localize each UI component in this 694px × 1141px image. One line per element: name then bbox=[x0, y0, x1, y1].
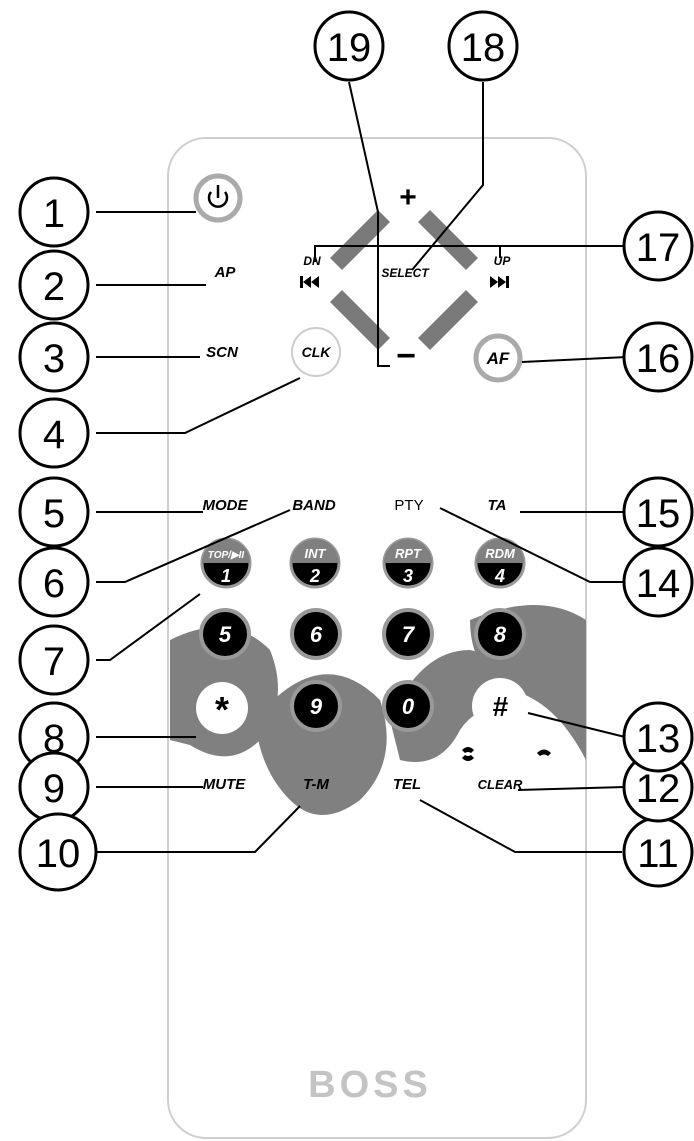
ta-button[interactable]: TA bbox=[488, 497, 507, 514]
mute-button[interactable]: MUTE bbox=[203, 776, 246, 793]
callout-number: 15 bbox=[636, 492, 681, 536]
key-3-top-label: RPT bbox=[395, 546, 422, 561]
key-0-number: 0 bbox=[402, 694, 415, 719]
ap-button[interactable]: AP bbox=[214, 264, 237, 281]
callout-number: 3 bbox=[43, 337, 65, 381]
key-5-number: 5 bbox=[219, 622, 232, 647]
callout-number: 14 bbox=[636, 562, 681, 606]
callout-13: 13 bbox=[624, 703, 692, 771]
callout-number: 9 bbox=[43, 767, 65, 811]
callout-number: 18 bbox=[461, 26, 506, 70]
callout-9: 9 bbox=[20, 753, 88, 821]
key-7-number: 7 bbox=[402, 622, 416, 647]
callout-4: 4 bbox=[20, 399, 88, 467]
volume-up-button[interactable]: + bbox=[399, 181, 417, 214]
callout-number: 1 bbox=[43, 192, 65, 236]
key-4-number: 4 bbox=[494, 566, 505, 586]
callout-number: 7 bbox=[43, 640, 65, 684]
callout-number: 4 bbox=[43, 413, 65, 457]
callout-2: 2 bbox=[20, 251, 88, 319]
callout-number: 12 bbox=[636, 767, 681, 811]
key-2-top-label: INT bbox=[305, 546, 327, 561]
callout-1: 1 bbox=[20, 178, 88, 246]
callout-3: 3 bbox=[20, 323, 88, 391]
key-2-number: 2 bbox=[309, 566, 320, 586]
select-button[interactable]: SELECT bbox=[381, 266, 430, 280]
clk-label: CLK bbox=[302, 344, 332, 360]
callout-number: 19 bbox=[327, 26, 372, 70]
callout-number: 10 bbox=[36, 832, 81, 876]
up-label: UP bbox=[494, 254, 512, 268]
key-5[interactable]: 5 bbox=[201, 610, 249, 658]
key-3-number: 3 bbox=[403, 566, 413, 586]
volume-down-button[interactable]: − bbox=[396, 337, 416, 375]
key-6[interactable]: 6 bbox=[292, 610, 340, 658]
callout-number: 6 bbox=[43, 562, 65, 606]
key-8[interactable]: 8 bbox=[476, 610, 524, 658]
dn-label: DN bbox=[303, 254, 321, 268]
key-3[interactable]: RPT 3 bbox=[384, 539, 432, 587]
callout-16: 16 bbox=[624, 323, 692, 391]
af-label: AF bbox=[486, 349, 510, 368]
star-label: * bbox=[215, 689, 229, 730]
callout-18: 18 bbox=[449, 12, 517, 80]
key-1-number: 1 bbox=[221, 566, 231, 586]
callout-14: 14 bbox=[624, 548, 692, 616]
band-button[interactable]: BAND bbox=[292, 497, 335, 514]
callout-number: 2 bbox=[43, 265, 65, 309]
key-9[interactable]: 9 bbox=[292, 682, 340, 730]
key-8-number: 8 bbox=[494, 622, 507, 647]
tel-button[interactable]: TEL bbox=[393, 776, 421, 793]
scn-button[interactable]: SCN bbox=[206, 344, 239, 361]
callout-number: 13 bbox=[636, 717, 681, 761]
mode-button[interactable]: MODE bbox=[203, 497, 249, 514]
callout-19: 19 bbox=[315, 12, 383, 80]
callout-17: 17 bbox=[624, 212, 692, 280]
key-7[interactable]: 7 bbox=[384, 610, 432, 658]
callout-5: 5 bbox=[20, 478, 88, 546]
callout-11: 11 bbox=[624, 818, 692, 886]
brand-logo: BOSS bbox=[308, 1064, 432, 1106]
key-0[interactable]: 0 bbox=[384, 682, 432, 730]
callout-15: 15 bbox=[624, 478, 692, 546]
callout-10: 10 bbox=[20, 814, 96, 890]
key-9-number: 9 bbox=[310, 694, 323, 719]
callout-number: 17 bbox=[636, 226, 681, 270]
callout-7: 7 bbox=[20, 626, 88, 694]
callout-number: 5 bbox=[43, 492, 65, 536]
pty-button[interactable]: PTY bbox=[394, 497, 423, 514]
tm-button[interactable]: T-M bbox=[303, 776, 329, 793]
hash-label: # bbox=[492, 691, 508, 722]
clear-button[interactable]: CLEAR bbox=[478, 777, 523, 792]
callout-6: 6 bbox=[20, 548, 88, 616]
key-6-number: 6 bbox=[310, 622, 323, 647]
key-1-top-label: TOP/▶II bbox=[208, 550, 245, 561]
key-2[interactable]: INT 2 bbox=[291, 539, 339, 587]
callout-number: 11 bbox=[637, 832, 679, 876]
callout-number: 16 bbox=[636, 337, 681, 381]
key-4-top-label: RDM bbox=[485, 546, 516, 561]
